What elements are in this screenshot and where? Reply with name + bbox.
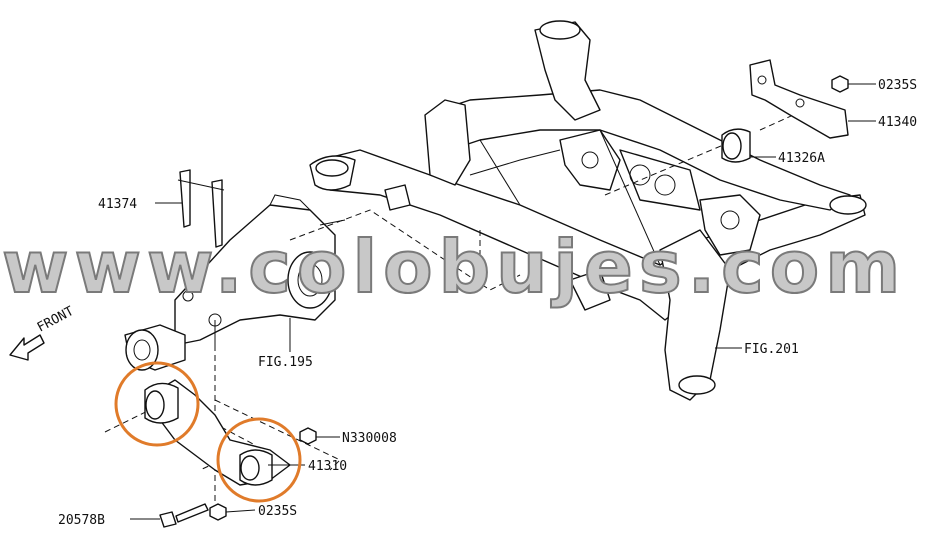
- rear-subframe: [309, 20, 867, 401]
- nut-0235s-bottom: [209, 503, 256, 521]
- rear-differential: [124, 194, 346, 371]
- watermark: www.colobujes.com: [2, 225, 906, 309]
- bushing-41326a: [721, 128, 776, 163]
- label-41326a: 41326A: [778, 151, 825, 166]
- bracket-41340: [749, 59, 876, 139]
- bolt-20578b: [130, 503, 209, 528]
- label-41340: 41340: [878, 115, 917, 130]
- label-41374: 41374: [98, 197, 137, 212]
- mount-bracket-41310: [144, 379, 291, 486]
- stud-41374: [155, 169, 225, 248]
- nut-0235s-top: [831, 75, 876, 93]
- label-41310: 41310: [308, 459, 347, 474]
- label-fig195: FIG.195: [258, 355, 313, 370]
- label-0235s-bottom: 0235S: [258, 504, 297, 519]
- label-fig201: FIG.201: [744, 342, 799, 357]
- front-arrow: FRONT: [9, 304, 77, 361]
- label-20578b: 20578B: [58, 513, 105, 528]
- highlight-circle-right: [216, 417, 302, 503]
- label-0235s-top: 0235S: [878, 78, 917, 93]
- highlight-circle-left: [114, 361, 200, 447]
- label-n330008: N330008: [342, 431, 397, 446]
- nut-n330008: [299, 427, 340, 445]
